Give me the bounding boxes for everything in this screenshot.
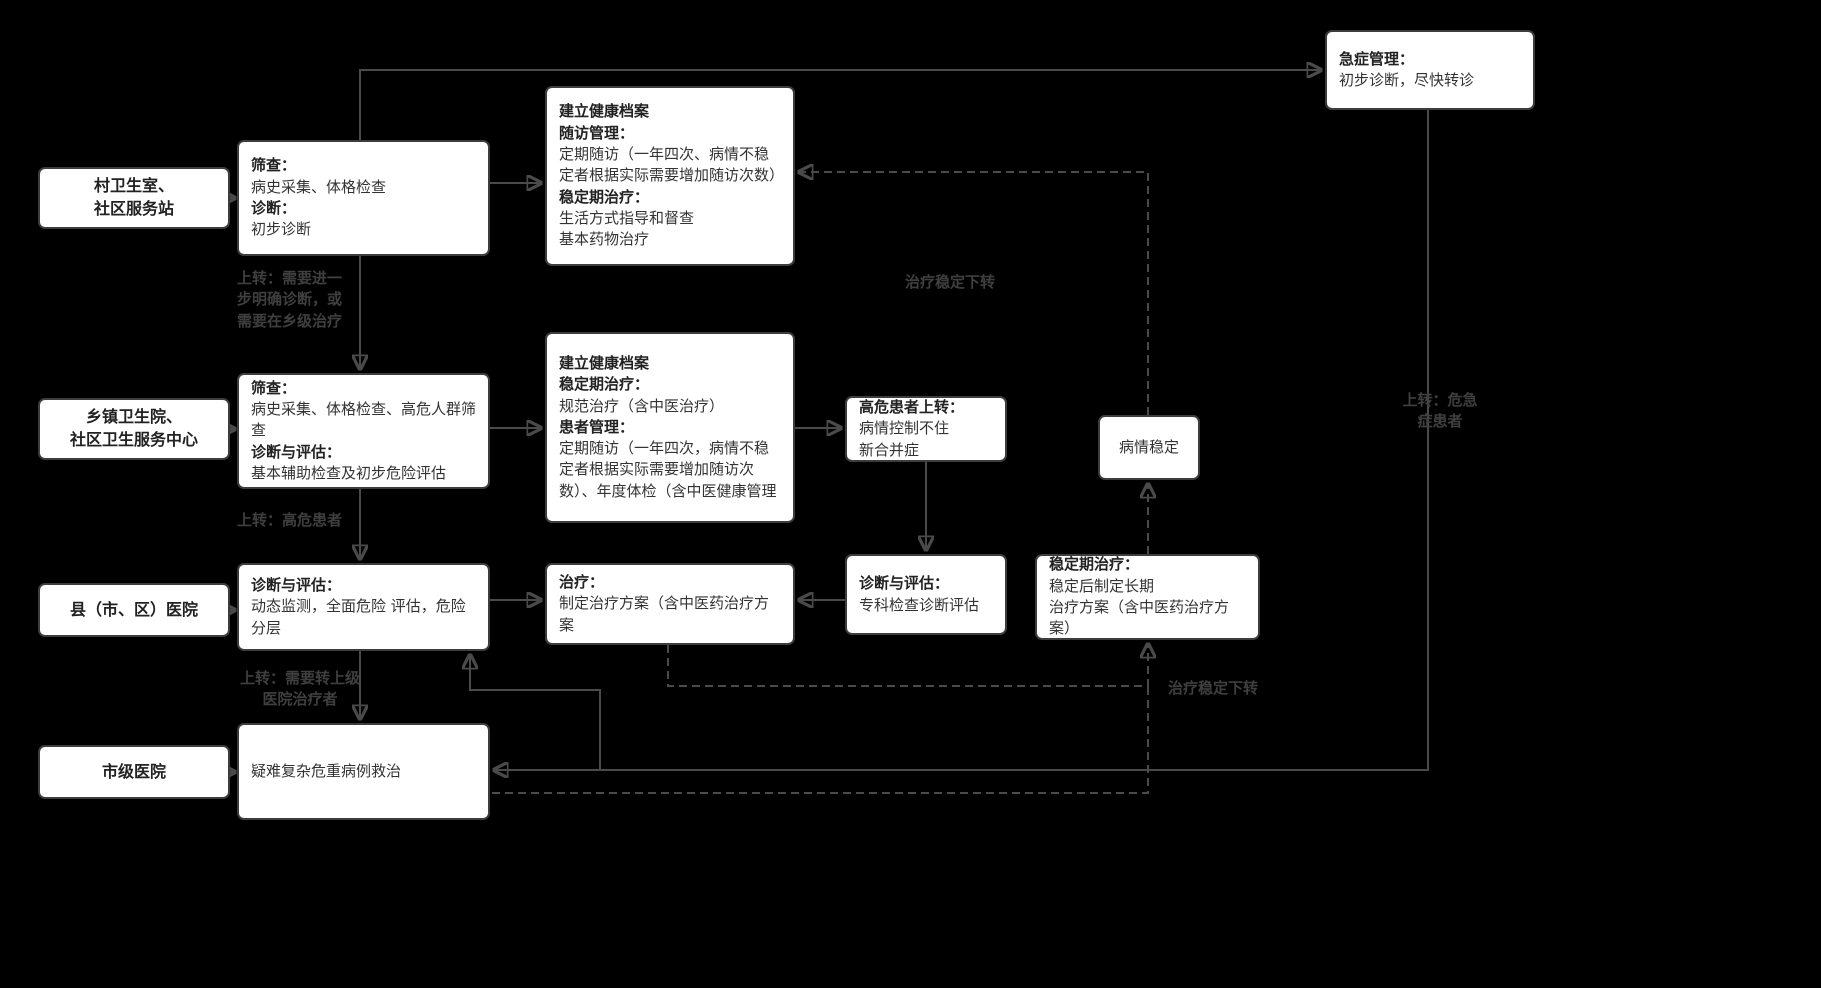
edge-label-down-stable-top: 治疗稳定下转 — [905, 273, 996, 291]
node-municipal-hospital: 市级医院 — [38, 745, 230, 799]
node-heading: 筛查： — [251, 378, 297, 397]
node-text-line: 初步诊断 — [251, 220, 312, 239]
edge-complex-to-county-assessment — [470, 655, 601, 770]
node-text-line: 初步诊断，尽快转诊 — [1339, 71, 1475, 89]
node-village-screening: 筛查： 病史采集、体格检查 诊断： 初步诊断 — [237, 140, 490, 256]
edge-label-up-highrisk: 上转：高危患者 — [237, 511, 343, 529]
node-text-line: 制定治疗方案（含中医药治疗方案 — [559, 594, 770, 634]
node-heading: 建立健康档案 — [559, 353, 650, 372]
node-heading: 急症管理： — [1339, 49, 1415, 68]
node-text-line: 县（市、区）医院 — [69, 599, 198, 619]
node-specialist-assessment: 诊断与评估： 专科检查诊断评估 — [845, 554, 1007, 635]
edge-label-up-county: 上转：需要转上级医院治疗者 — [240, 669, 361, 709]
node-text-line: 社区服务站 — [93, 199, 174, 218]
node-township-hospital: 乡镇卫生院、 社区卫生服务中心 — [38, 398, 230, 460]
node-text-line: 病情稳定 — [1118, 437, 1179, 456]
edge-emergency-to-complex — [494, 110, 1429, 770]
node-village-clinic: 村卫生室、 社区服务站 — [38, 167, 230, 229]
node-text-line: 乡镇卫生院、 — [85, 407, 182, 427]
node-archive-village: 建立健康档案 随访管理： 定期随访（一年四次、病情不稳定者根据实际需要增加随访次… — [545, 86, 795, 266]
node-heading: 诊断： — [251, 199, 297, 217]
edge-label-down-stable-bottom: 治疗稳定下转 — [1168, 679, 1259, 697]
edge-treatment-to-stabletreatment-dashed — [667, 644, 1148, 687]
node-text-line: 稳定后制定长期 — [1049, 576, 1155, 595]
node-heading: 建立健康档案 — [559, 102, 650, 121]
node-text-line: 生活方式指导和督查 — [559, 208, 695, 227]
node-text-line: 疑难复杂危重病例救治 — [251, 761, 402, 780]
edge-screening-to-emergency — [359, 70, 1321, 140]
node-text-line: 新合并症 — [859, 440, 920, 459]
node-stable-treatment: 稳定期治疗： 稳定后制定长期 治疗方案（含中医药治疗方案） — [1035, 554, 1260, 640]
edge-label-up-emergency: 上转：危急症患者 — [1402, 391, 1478, 431]
node-heading: 高危患者上转： — [859, 398, 965, 417]
node-township-screening: 筛查： 病史采集、体格检查、高危人群筛查 诊断与评估： 基本辅助检查及初步危险评… — [237, 373, 490, 489]
node-text-line: 动态监测，全面危险 评估，危险分层 — [251, 597, 466, 637]
node-heading: 稳定期治疗： — [559, 187, 650, 206]
edge-complex-to-stabletreatment-dashed — [492, 686, 1149, 794]
node-text-line: 规范治疗（含中医治疗） — [559, 396, 725, 415]
node-heading: 诊断与评估： — [859, 574, 950, 593]
node-county-hospital: 县（市、区）医院 — [38, 583, 230, 637]
edge-label-up-village: 上转：需要进一步明确诊断，或需要在乡级治疗 — [237, 269, 343, 330]
node-heading: 诊断与评估： — [251, 442, 342, 461]
node-heading: 患者管理： — [559, 417, 635, 436]
node-text-line: 村卫生室、 — [93, 176, 174, 196]
node-text-line: 定期随访（一年四次、病情不稳定者根据实际需要增加随访次数） — [559, 145, 785, 185]
node-text-line: 治疗方案（含中医药治疗方案） — [1049, 598, 1230, 638]
node-text-line: 市级医院 — [101, 761, 166, 781]
node-text-line: 社区卫生服务中心 — [69, 430, 198, 449]
node-treatment: 治疗： 制定治疗方案（含中医药治疗方案 — [545, 563, 795, 645]
node-text-line: 基本药物治疗 — [559, 230, 650, 249]
node-county-assessment: 诊断与评估： 动态监测，全面危险 评估，危险分层 — [237, 563, 490, 651]
node-complex-cases: 疑难复杂危重病例救治 — [237, 723, 490, 820]
node-emergency-management: 急症管理： 初步诊断，尽快转诊 — [1325, 30, 1535, 110]
node-archive-township: 建立健康档案 稳定期治疗： 规范治疗（含中医治疗） 患者管理： 定期随访（一年四… — [545, 332, 795, 523]
edge-stablestate-to-archive1-dashed — [799, 172, 1149, 415]
node-text-line: 病史采集、体格检查、高危人群筛查 — [251, 400, 477, 440]
node-heading: 稳定期治疗： — [1049, 555, 1140, 574]
node-text-line: 基本辅助检查及初步危险评估 — [251, 463, 447, 482]
node-text-line: 病史采集、体格检查 — [251, 177, 387, 196]
node-heading: 稳定期治疗： — [559, 375, 650, 394]
node-text-line: 定期随访（一年四次，病情不稳定者根据实际需要增加随访次数）、年度体检（含中医健康… — [559, 439, 777, 500]
node-text-line: 专科检查诊断评估 — [859, 595, 980, 614]
node-heading: 筛查： — [251, 156, 297, 175]
node-stable-condition: 病情稳定 — [1098, 415, 1200, 480]
node-heading: 治疗： — [559, 573, 605, 592]
node-heading: 诊断与评估： — [251, 576, 342, 595]
node-highrisk-referral: 高危患者上转： 病情控制不住 新合并症 — [845, 396, 1007, 462]
node-heading: 随访管理： — [559, 123, 635, 142]
node-text-line: 病情控制不住 — [859, 419, 950, 438]
